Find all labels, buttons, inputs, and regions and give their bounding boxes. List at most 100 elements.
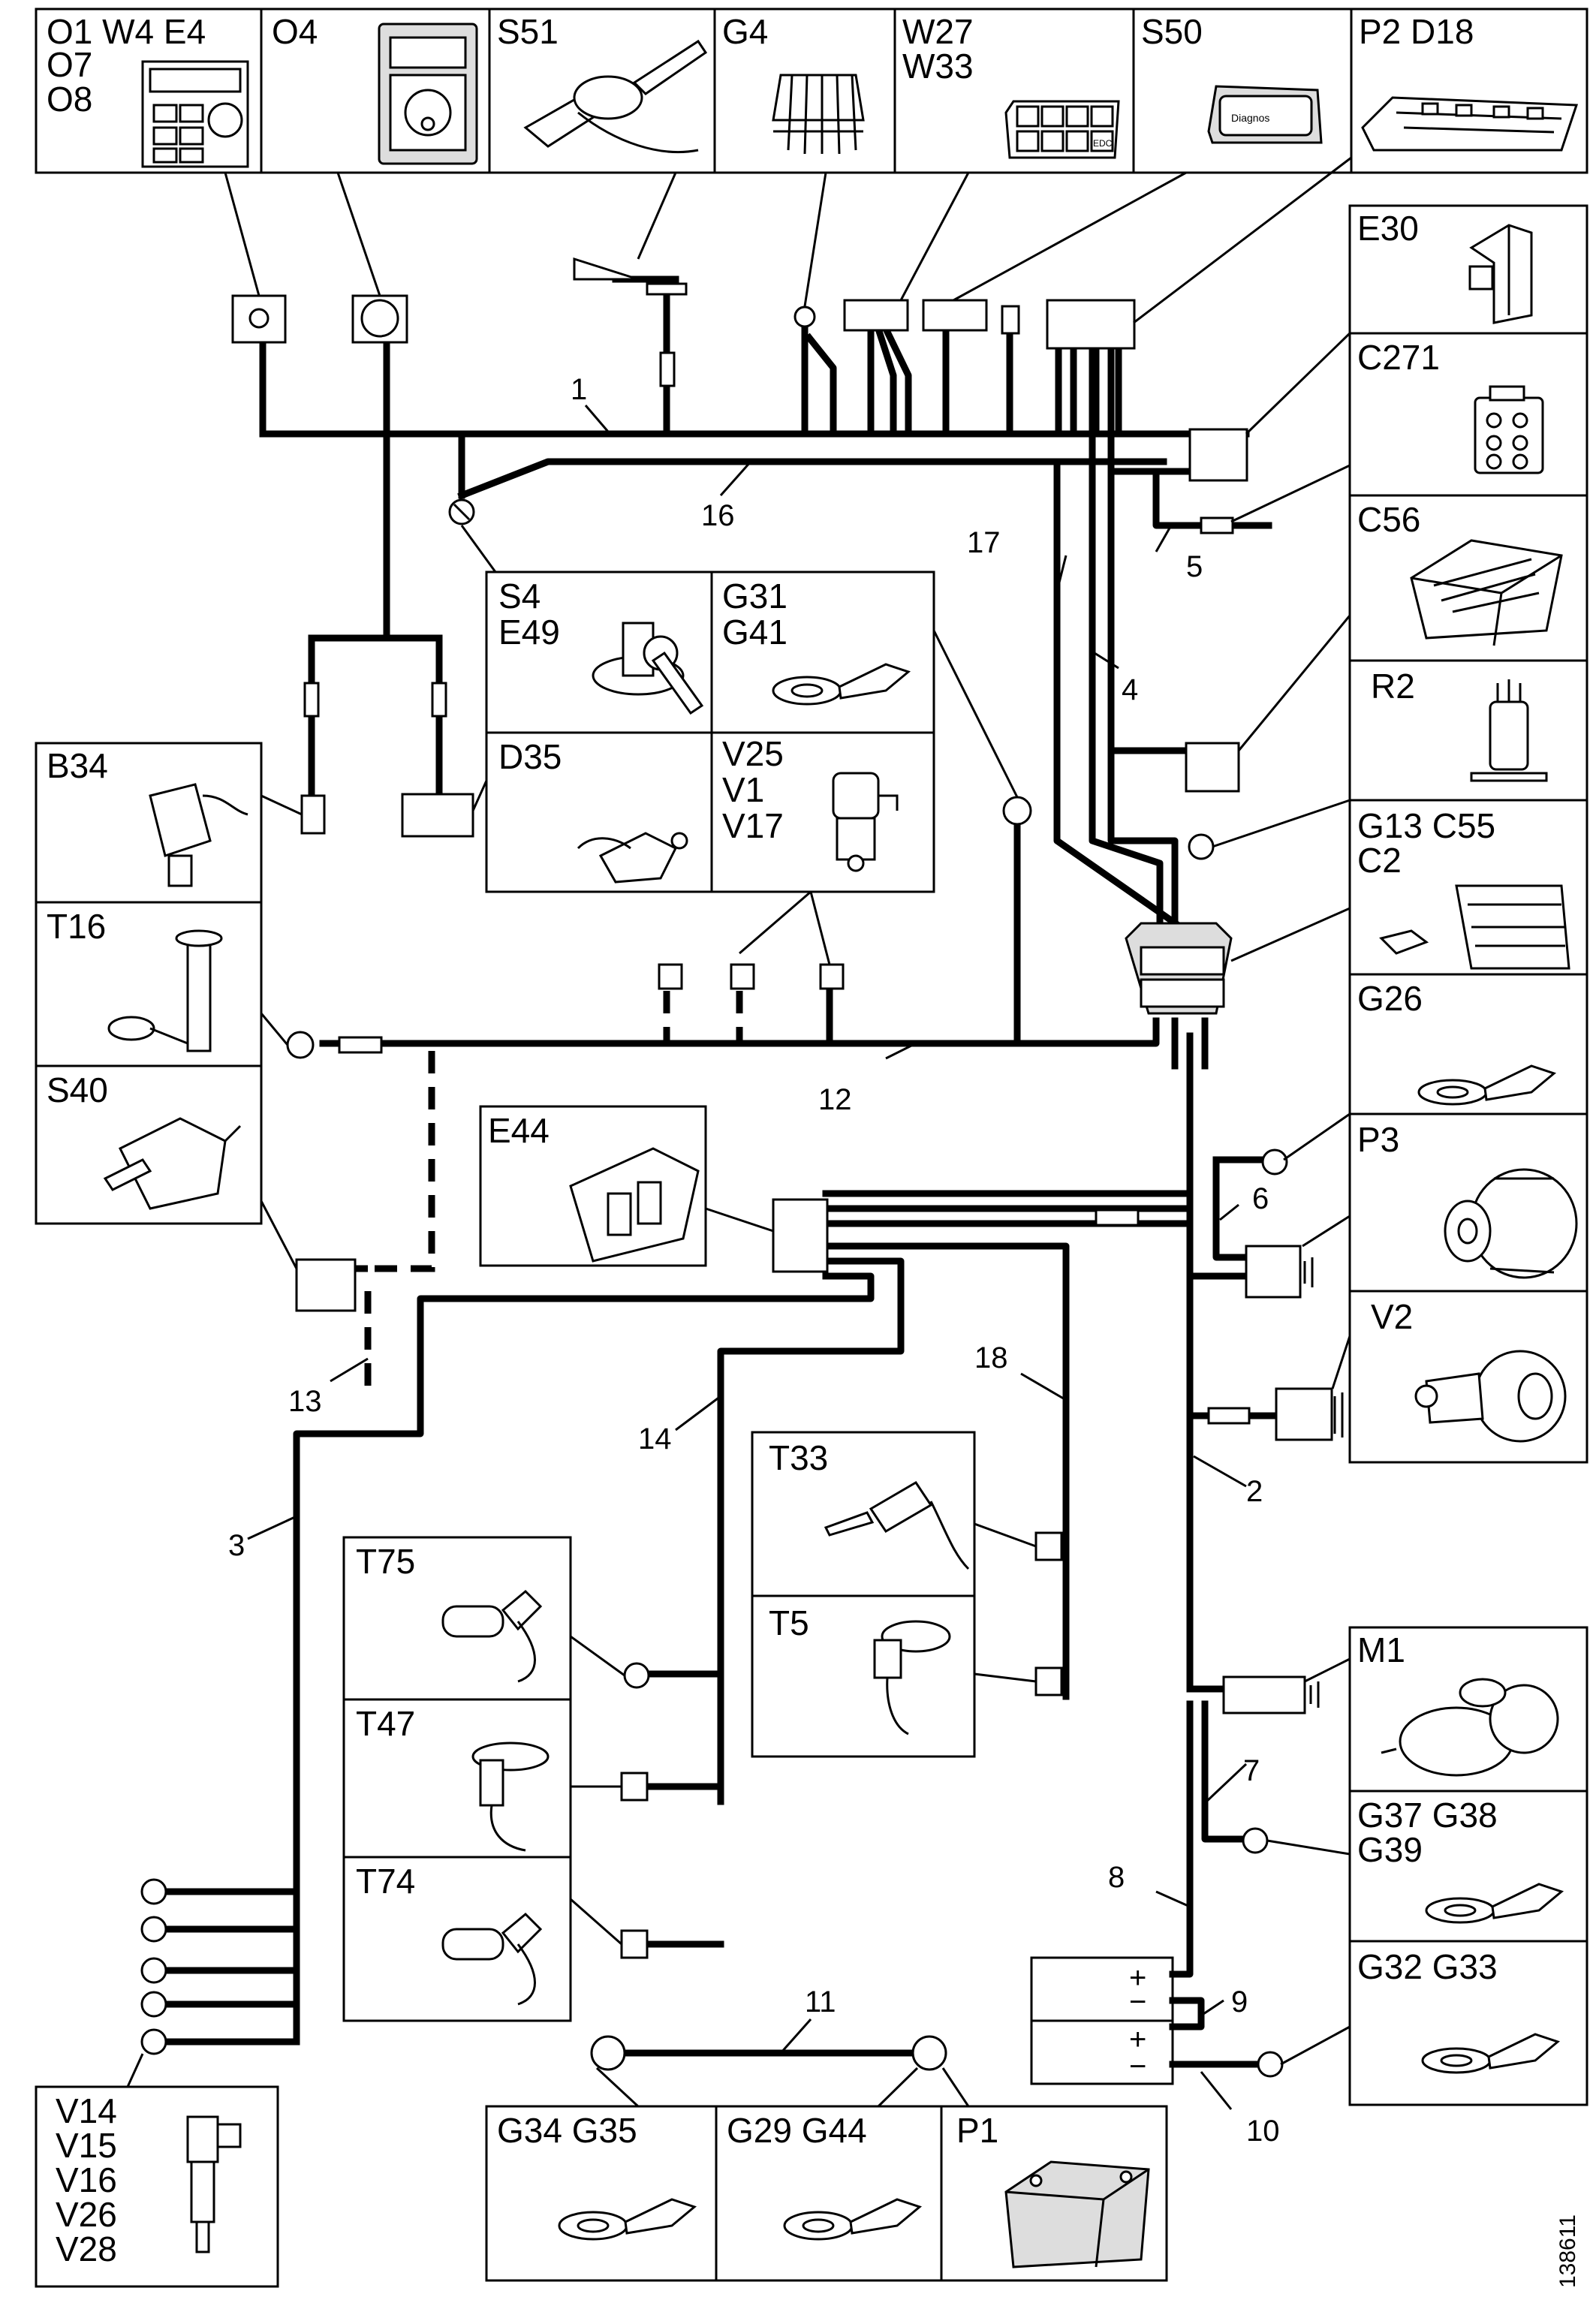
panel-s50: S50 Diagnos	[1132, 8, 1353, 174]
panel-v2: V2	[1348, 1290, 1588, 1464]
battery-icon	[1004, 2160, 1150, 2268]
cable-number-18: 18	[974, 1341, 1008, 1374]
alternator-icon	[1444, 1168, 1578, 1279]
panel-label: V16	[56, 2160, 117, 2199]
fuse-relay-board-icon	[1361, 96, 1579, 152]
panel-label: V17	[722, 806, 784, 845]
connector-block-c55-icon	[1379, 884, 1570, 970]
panel-label: V14	[56, 2091, 117, 2130]
panel-t33: T33	[751, 1431, 976, 1597]
cable-lug-icon	[1417, 1064, 1557, 1106]
panel-label: V1	[722, 770, 764, 809]
panel-g4: G4	[713, 8, 896, 174]
panel-label: P1	[956, 2111, 998, 2150]
panel-label: C271	[1357, 338, 1440, 377]
display-unit-icon	[378, 23, 478, 165]
battery-plus-sign: +	[1129, 2023, 1146, 2056]
cable-number-16: 16	[701, 499, 735, 532]
edc-switch-label: EDC	[1093, 138, 1113, 149]
panel-p1: P1	[940, 2105, 1168, 2282]
panel-label: P3	[1357, 1120, 1399, 1159]
panel-label: R2	[1371, 667, 1415, 706]
speed-sensor-icon	[441, 1912, 543, 2006]
d35-connector	[401, 793, 474, 838]
solenoid-valve-icon	[832, 772, 899, 872]
battery-minus-sign: −	[1129, 2050, 1146, 2083]
connector-c271-icon	[1474, 385, 1544, 474]
immobiliser-icon	[577, 832, 688, 884]
panel-label: G4	[722, 12, 768, 51]
panel-label: G29 G44	[727, 2111, 867, 2150]
g34-node	[590, 2035, 626, 2071]
control-unit-icon	[1468, 224, 1533, 324]
cable-number-12: 12	[818, 1083, 852, 1116]
diagnos-label: Diagnos	[1231, 112, 1269, 124]
cable-number-13: 13	[288, 1385, 322, 1418]
panel-label: T47	[356, 1704, 415, 1743]
speed-sensor-icon	[441, 1589, 543, 1683]
s40-connector	[295, 1258, 357, 1312]
cable-number-3: 3	[228, 1529, 245, 1562]
cable-lug-icon	[783, 2198, 923, 2241]
cable-number-8: 8	[1108, 1861, 1125, 1894]
cable-numbers: 1 2 3 4 5 6 7 8 9 10 11 12 13 14 16 17 1…	[228, 373, 1280, 2148]
panel-p3: P3	[1348, 1112, 1588, 1293]
panel-label: C2	[1357, 841, 1402, 880]
sensor-b34-icon	[149, 783, 248, 887]
panel-t75: T75	[342, 1536, 572, 1701]
g26-node	[1261, 1148, 1288, 1176]
cable-number-4: 4	[1122, 673, 1138, 706]
injector-valve-icon	[186, 2115, 242, 2253]
diagnos-socket-icon: Diagnos	[1207, 85, 1323, 144]
panel-label: S50	[1141, 12, 1203, 51]
panel-label: O8	[47, 80, 92, 119]
panel-v14: V14 V15 V16 V26 V28	[35, 2085, 279, 2288]
panel-t74: T74	[342, 1856, 572, 2022]
panel-label: G37 G38	[1357, 1796, 1498, 1835]
g29-node	[911, 2035, 947, 2071]
panel-label: O1 W4 E4	[47, 12, 206, 51]
position-sensor-icon	[471, 1742, 550, 1852]
c56-connector	[1185, 742, 1240, 793]
panel-label: P2 D18	[1359, 12, 1474, 51]
panel-label: G26	[1357, 979, 1423, 1018]
panel-w27: W27 W33 EDC	[893, 8, 1135, 174]
switch-s40-icon	[103, 1117, 242, 1210]
stalk-switch-icon	[523, 39, 708, 153]
cable-number-6: 6	[1252, 1182, 1269, 1215]
cable-lug-icon	[1425, 1883, 1564, 1924]
panel-g34: G34 G35	[485, 2105, 718, 2282]
panel-label: W27	[902, 12, 974, 51]
temperature-sensor-icon	[824, 1480, 970, 1570]
cable-number-11: 11	[805, 1985, 836, 2018]
panel-s51: S51	[488, 8, 716, 174]
panel-m1: M1	[1348, 1626, 1588, 1793]
harness-components	[140, 257, 1344, 2078]
battery-minus-sign: −	[1129, 1985, 1146, 2018]
cable-number-2: 2	[1246, 1475, 1263, 1508]
panel-e30: E30	[1348, 204, 1588, 335]
panel-label: T75	[356, 1542, 415, 1581]
panel-label: T5	[769, 1603, 809, 1642]
battery-plus-sign: +	[1129, 1961, 1146, 1994]
g37-node	[1242, 1827, 1269, 1854]
figure-number: 138611	[1555, 2214, 1580, 2288]
cable-lug-icon	[558, 2198, 697, 2241]
panel-label: T74	[356, 1862, 415, 1901]
panel-label: T16	[47, 907, 106, 946]
panel-t5: T5	[751, 1594, 976, 1758]
panel-c271: C271	[1348, 332, 1588, 497]
connector-c56-icon	[1410, 539, 1563, 646]
e44-connector	[772, 1198, 829, 1273]
engine-control-unit-icon	[569, 1147, 700, 1263]
wiring-harness	[158, 275, 1280, 2068]
panel-label: G31	[722, 576, 787, 616]
panel-g13: G13 C55 C2	[1348, 799, 1588, 976]
t75-node	[623, 1662, 650, 1689]
panel-b34: B34	[35, 742, 263, 904]
panel-label: V26	[56, 2195, 117, 2234]
panel-label: E30	[1357, 209, 1419, 248]
panel-o4: O4	[260, 8, 491, 174]
panel-label: G34 G35	[497, 2111, 637, 2150]
